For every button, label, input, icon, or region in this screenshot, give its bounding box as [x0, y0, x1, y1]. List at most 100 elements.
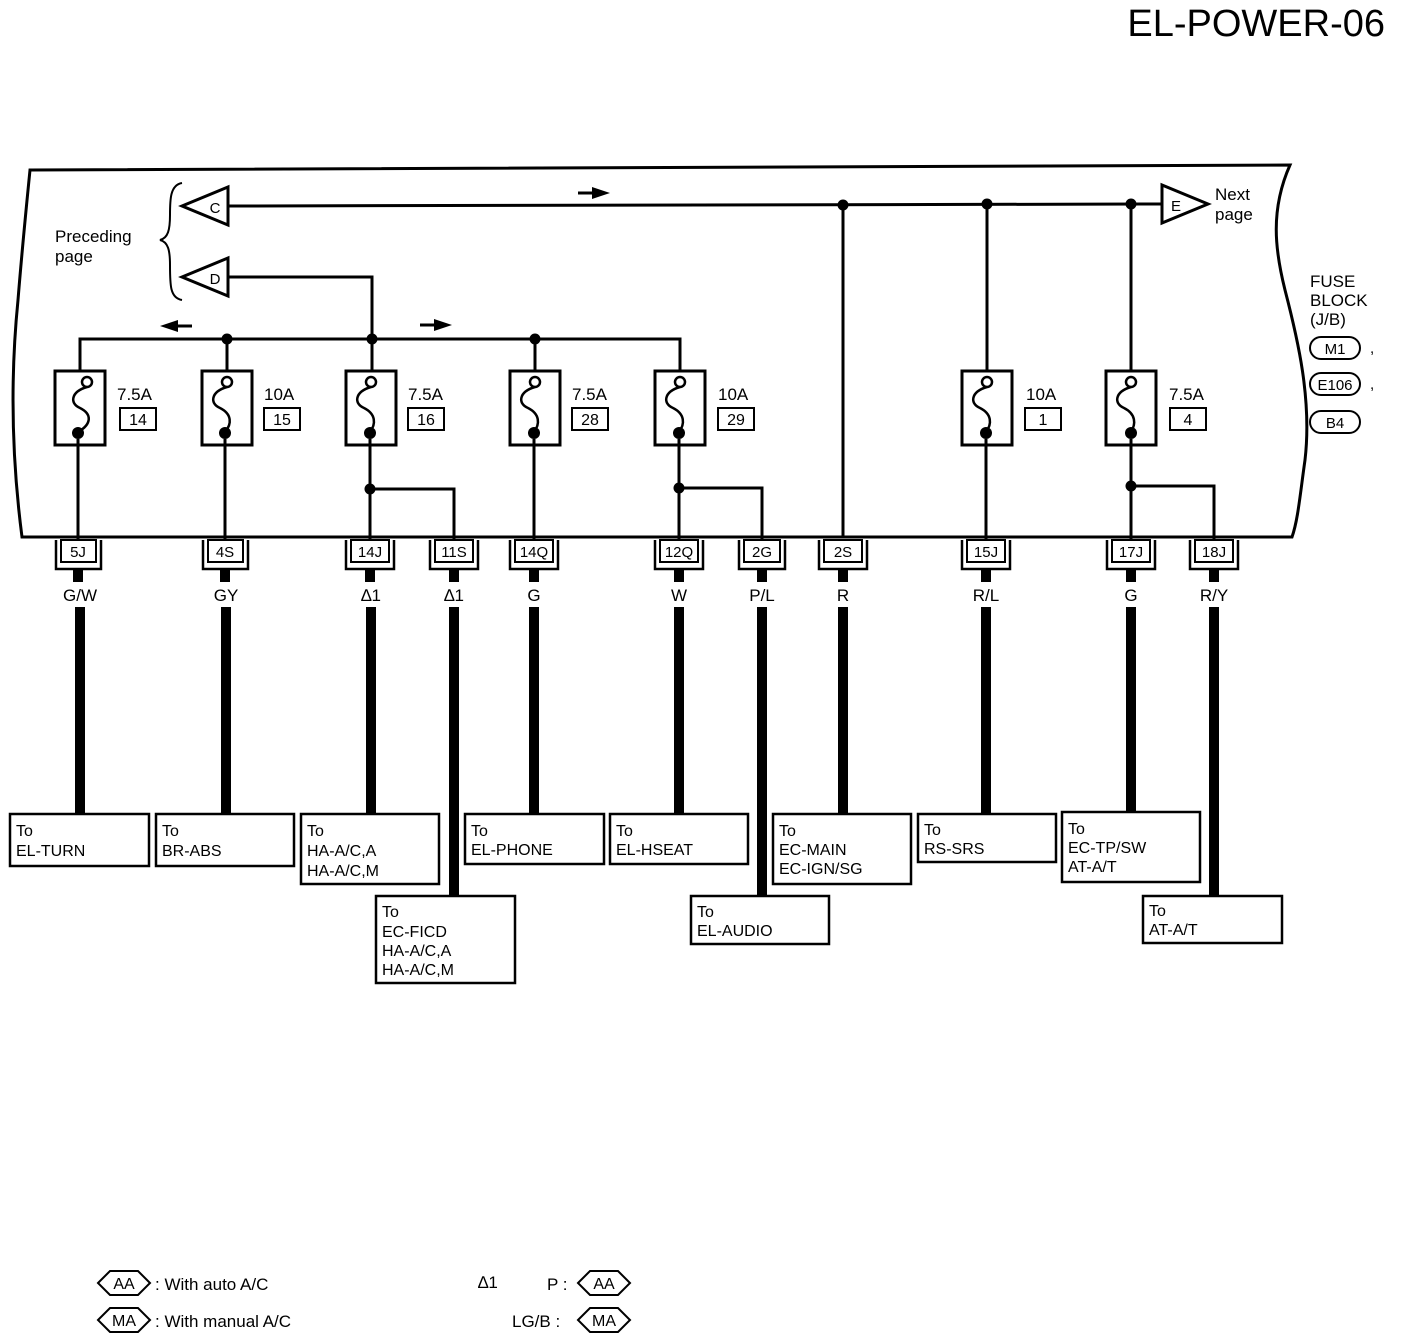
wire-color: G [527, 586, 540, 605]
terminal-id: 12Q [665, 544, 693, 561]
connector-badge: E106 [1309, 372, 1361, 396]
terminal: 2S R [817, 539, 869, 814]
legend-text: : With auto A/C [155, 1275, 268, 1294]
wire-color: ∆1 [444, 586, 464, 605]
terminal-id: 11S [441, 544, 467, 561]
terminal: 14Q G [508, 539, 560, 814]
legend-code: MA [592, 1313, 616, 1330]
wire-color: ∆1 [361, 586, 381, 605]
terminal: 14J ∆1 [344, 539, 396, 814]
fuse-amperage: 7.5A [117, 385, 153, 404]
destination-line: EC-MAIN [779, 842, 847, 859]
fuse-block-line: (J/B) [1310, 310, 1346, 329]
destination-line: HA-A/C,A [307, 843, 377, 860]
brace [159, 182, 183, 301]
terminal-id: 2G [752, 544, 772, 561]
destination-line: RS-SRS [924, 841, 984, 858]
preceding-page-label: Preceding [55, 227, 132, 246]
wire-color: R/L [973, 586, 999, 605]
next-page-label: page [1215, 205, 1253, 224]
page-code: EL-POWER-06 [1127, 3, 1385, 45]
legend: AA : With auto A/C MA : With manual A/C … [96, 1270, 632, 1333]
legend-code-badge: AA [576, 1270, 632, 1296]
terminal-c-label: C [210, 200, 221, 217]
fuse-block-line: FUSE [1310, 272, 1355, 291]
destination-line: To [16, 823, 33, 840]
fuse-block-label: FUSE BLOCK (J/B) [1310, 272, 1368, 329]
terminal-id: 4S [216, 544, 234, 561]
destination-line: To [307, 823, 324, 840]
destination-line: HA-A/C,A [382, 943, 452, 960]
destination-box: To AT-A/T [1141, 894, 1284, 945]
fuse: 10A 29 [653, 369, 755, 447]
fuse: 7.5A 4 [1104, 369, 1207, 447]
terminal-id: 15J [974, 544, 998, 561]
preceding-page-label: page [55, 247, 93, 266]
destination-line: BR-ABS [162, 843, 222, 860]
legend-code: MA [112, 1313, 136, 1330]
fuse-amperage: 10A [1026, 385, 1057, 404]
terminal-id: 5J [70, 544, 86, 561]
connector-badge: M1 [1309, 336, 1361, 360]
terminal: 5J G/W [54, 539, 103, 814]
destination-line: To [616, 823, 633, 840]
destination-line: To [382, 904, 399, 921]
fuse-block-outline [11, 163, 1309, 539]
destination-box: To HA-A/C,A HA-A/C,M [299, 812, 441, 886]
destination-line: EL-AUDIO [697, 923, 773, 940]
terminal: 11S ∆1 [428, 539, 480, 896]
fuse-block-line: BLOCK [1310, 291, 1368, 310]
destination-line: To [697, 904, 714, 921]
fuse-amperage: 10A [718, 385, 749, 404]
destination-line: To [1068, 821, 1085, 838]
connector-badge-label: E106 [1317, 377, 1352, 394]
wire-color: P/L [749, 586, 775, 605]
terminal-id: 14J [358, 544, 382, 561]
destination-line: HA-A/C,M [307, 863, 379, 880]
fuse-number: 29 [727, 412, 745, 429]
destination-line: AT-A/T [1068, 859, 1117, 876]
legend-code: AA [113, 1276, 135, 1293]
destination-line: To [162, 823, 179, 840]
legend-wire-label: P : [547, 1275, 567, 1294]
destination-box: To EC-TP/SW AT-A/T [1060, 810, 1202, 884]
destination-line: EC-TP/SW [1068, 840, 1147, 857]
legend-code-badge: AA [96, 1270, 152, 1296]
separator: , [1370, 376, 1374, 393]
destination-box: To EL-PHONE [463, 812, 606, 866]
destination-line: To [471, 823, 488, 840]
terminal: 4S GY [201, 539, 250, 814]
terminal-id: 17J [1119, 544, 1143, 561]
fuse-amperage: 10A [264, 385, 295, 404]
destination-box: To EL-AUDIO [689, 894, 831, 946]
wire-color: G/W [63, 586, 97, 605]
fuse: 10A 15 [200, 369, 301, 447]
terminal: 17J G [1105, 539, 1157, 814]
fuse-number: 28 [581, 412, 599, 429]
fuse-number: 14 [129, 412, 147, 429]
terminal-d-label: D [210, 271, 221, 288]
destination-box: To EL-HSEAT [608, 812, 750, 866]
destination-line: To [1149, 903, 1166, 920]
connector-badge-label: B4 [1326, 415, 1344, 432]
destination-line: EC-FICD [382, 924, 447, 941]
fuse: 7.5A 14 [53, 369, 157, 447]
fuse-amperage: 7.5A [572, 385, 608, 404]
destination-box: To EL-TURN [8, 812, 151, 868]
terminal-id: 14Q [520, 544, 548, 561]
terminal: 15J R/L [960, 539, 1012, 814]
destination-line: To [924, 822, 941, 839]
wire-color: W [671, 586, 687, 605]
fuse-number: 4 [1184, 412, 1193, 429]
destination-line: EC-IGN/SG [779, 861, 863, 878]
destination-line: HA-A/C,M [382, 962, 454, 979]
terminal: 2G P/L [737, 539, 787, 896]
separator: , [1370, 340, 1374, 357]
wire-bus-d [78, 275, 682, 371]
terminal: 18J R/Y [1188, 539, 1240, 896]
connector-badge: B4 [1309, 410, 1361, 434]
destination-line: EL-HSEAT [616, 842, 693, 859]
wire-color: R [837, 586, 849, 605]
fuse: 7.5A 28 [508, 369, 609, 447]
